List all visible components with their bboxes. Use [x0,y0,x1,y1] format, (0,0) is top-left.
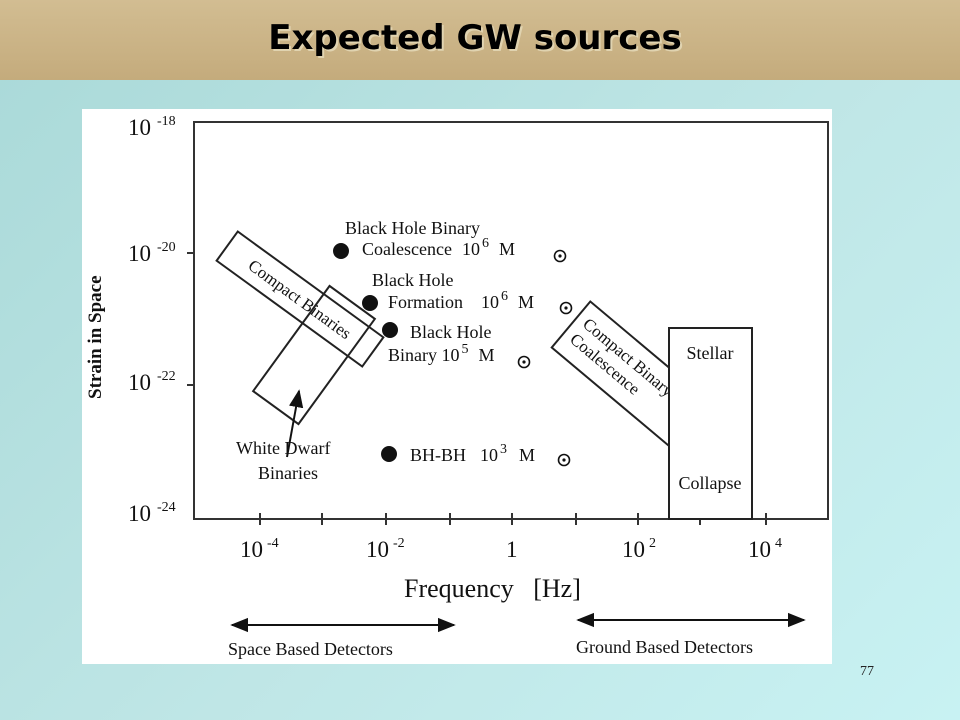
stellar-label: Stellar [687,343,734,363]
y-tick-label-3: 10-22 [128,369,176,395]
y-axis-title: Strain in Space [85,275,106,399]
x-tick-label-3: 1 [506,537,518,562]
bhb-coalescence-line1: Black Hole Binary [345,218,480,238]
x-tick-label-2: 10-2 [366,536,405,562]
collapse-label: Collapse [679,473,742,493]
bh-formation-dot [362,295,378,311]
bhb-coalescence-dot [333,243,349,259]
y-tick-label-4: 10-24 [128,500,176,526]
solar-mass-symbol-1 [553,249,567,263]
white-dwarf-pointer-arrow [286,389,304,458]
solar-mass-symbol-4 [557,453,571,467]
title-band [0,0,960,80]
compact-binaries-label: Compact Binaries [245,256,355,343]
compact-binaries-box [215,230,385,368]
x-tick-label-1: 10-4 [240,536,279,562]
white-dwarf-region [251,284,377,426]
bh-bh-dot [381,446,397,462]
x-axis-title: Frequency [Hz] [404,574,581,603]
y-tick-label-1: 10-18 [128,114,176,140]
solar-mass-symbol-3 [517,355,531,369]
page-number: 77 [860,664,874,679]
bh-binary-line1: Black Hole [410,322,491,342]
bh-binary-dot [382,322,398,338]
white-dwarf-box [251,284,377,426]
y-tick-marks [187,252,194,386]
space-detectors-label: Space Based Detectors [228,639,393,659]
y-tick-label-2: 10-20 [128,240,176,266]
white-dwarf-label-line2: Binaries [258,463,318,483]
slide-title: Expected GW sources [268,18,682,58]
white-dwarf-label-line1: White Dwarf [236,438,330,458]
bh-formation-line1: Black Hole [372,270,453,290]
solar-mass-symbol-2 [559,301,573,315]
ground-detectors-label: Ground Based Detectors [576,637,753,657]
stellar-collapse-box [668,327,753,520]
compact-binaries-region: Compact Binaries [215,230,385,368]
